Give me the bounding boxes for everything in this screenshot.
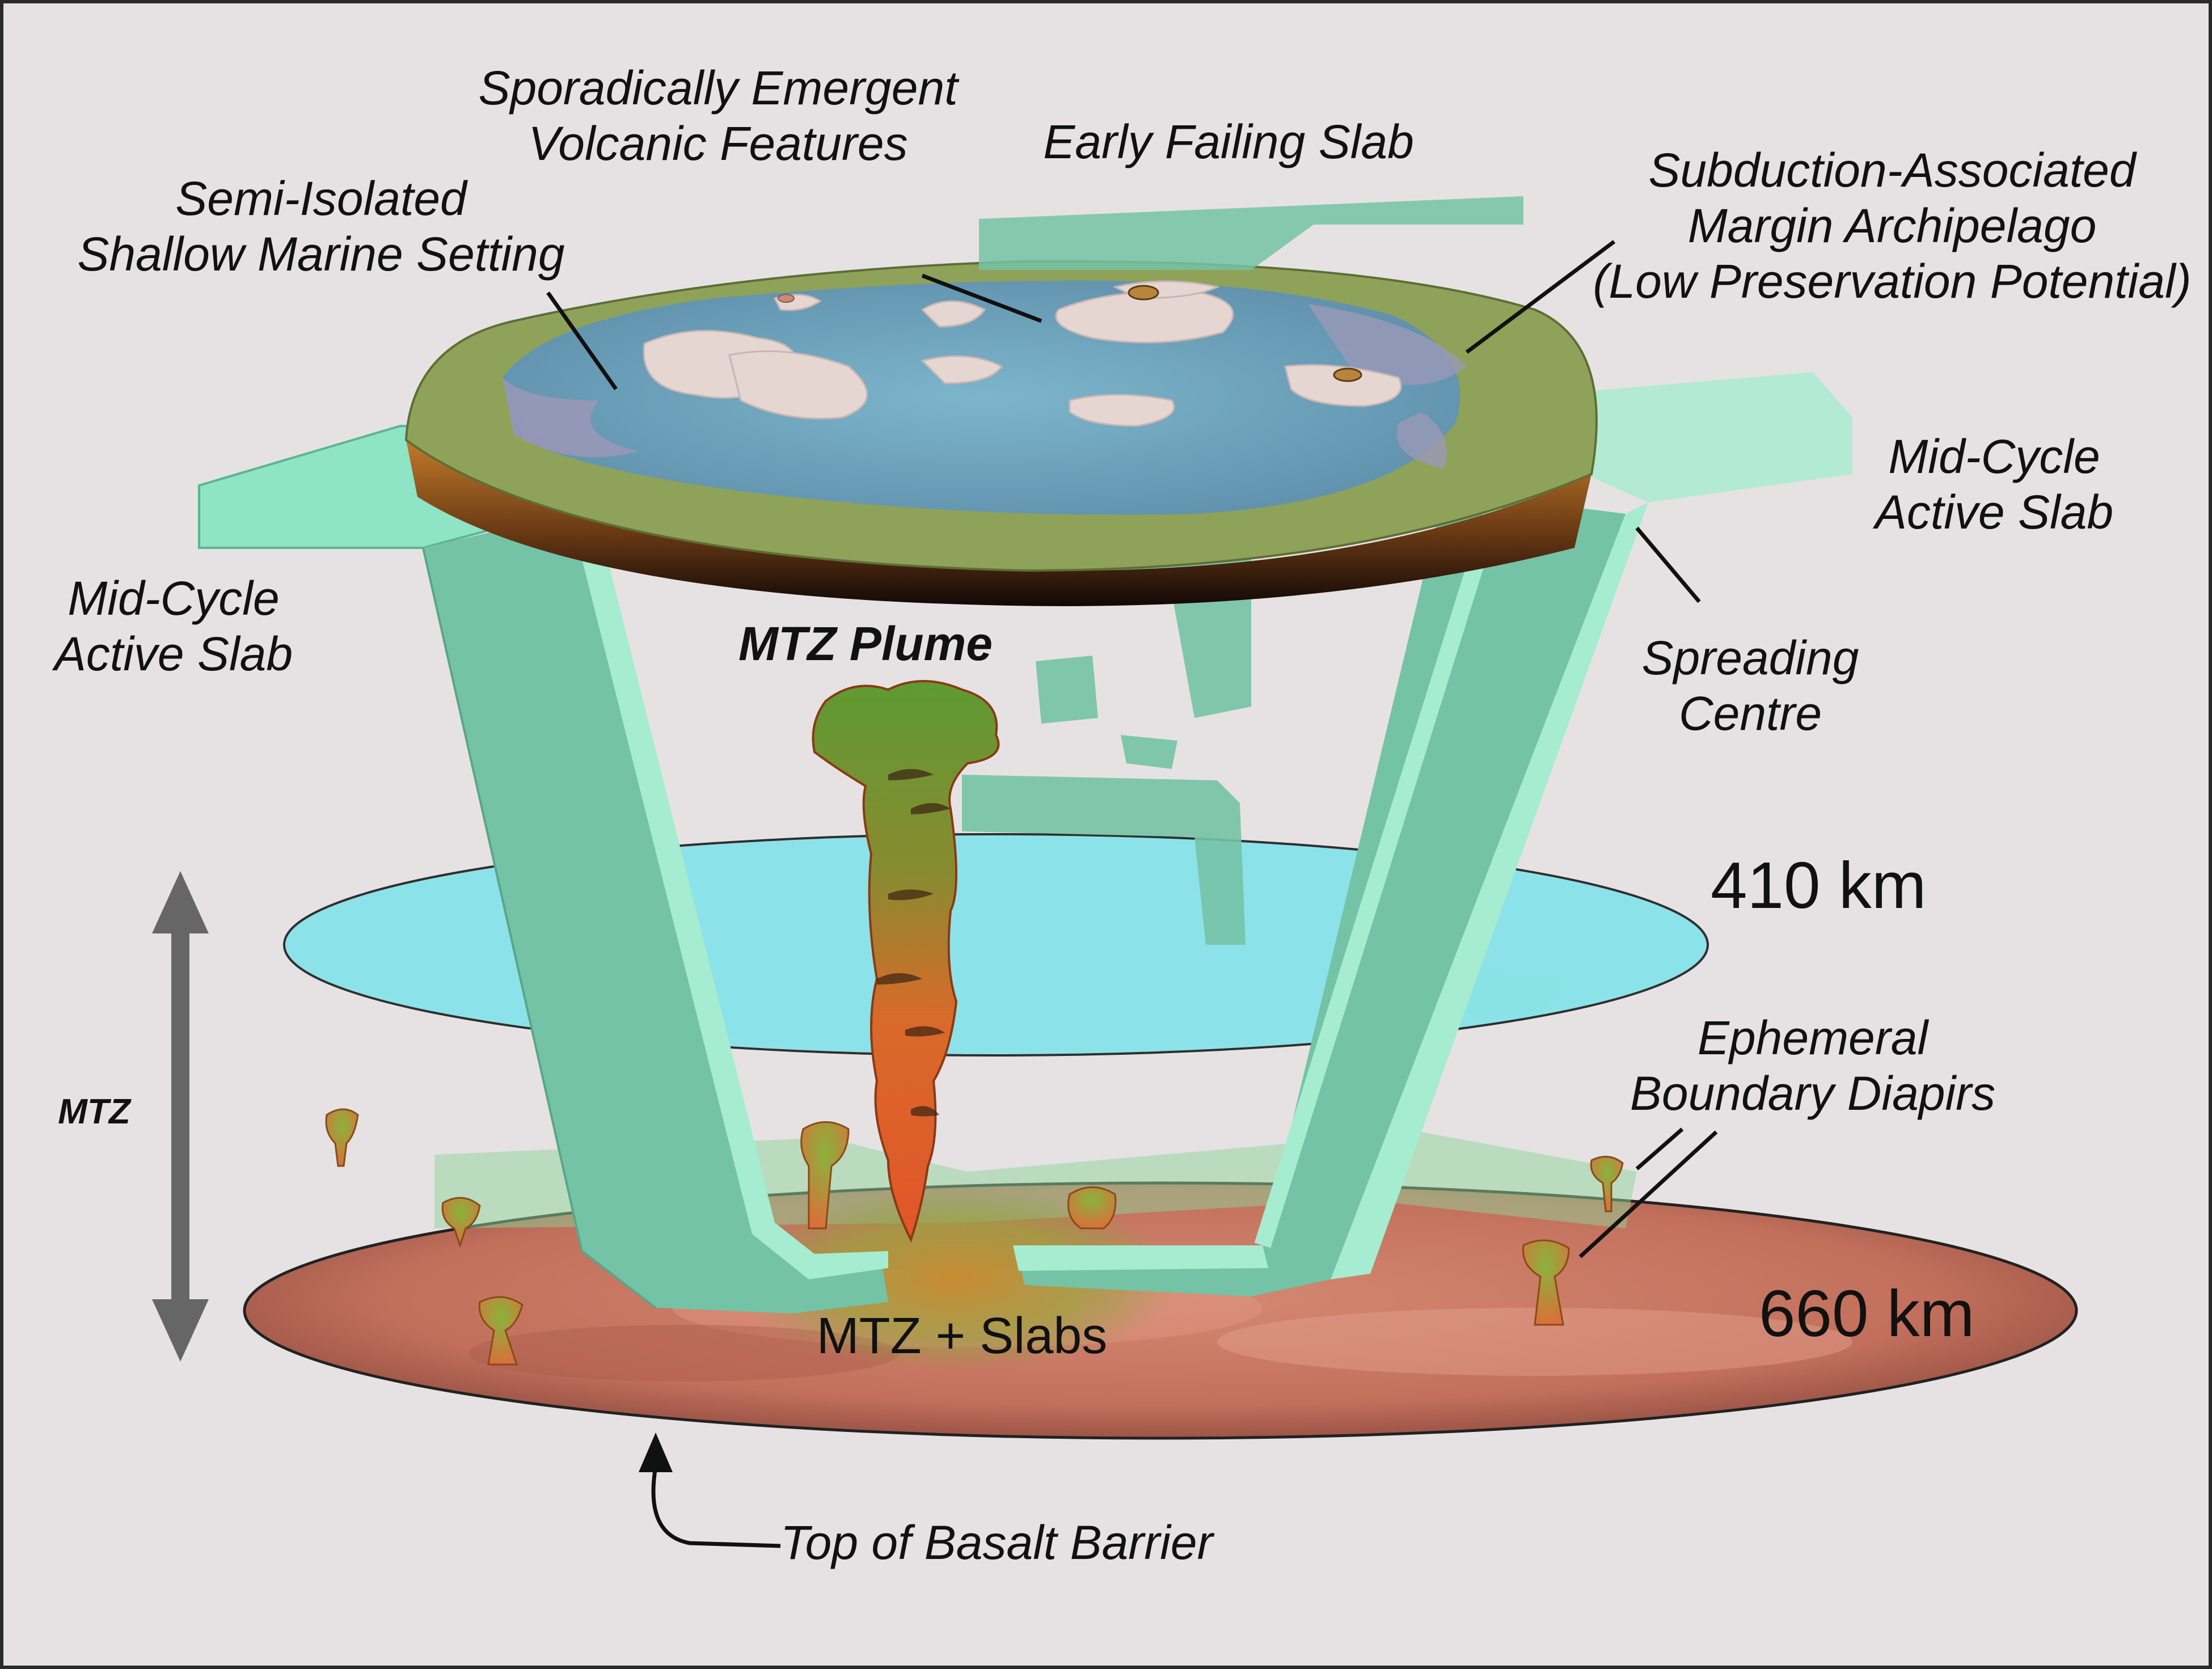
label-660-km: 660 km xyxy=(1759,1277,1975,1350)
label-margin-archipelago: Subduction-Associated Margin Archipelago… xyxy=(1593,143,2192,308)
mtz-range-arrow-icon xyxy=(152,871,209,1362)
label-mid-cycle-slab-right: Mid-Cycle Active Slab xyxy=(1875,430,2114,539)
label-spreading-centre: Spreading Centre xyxy=(1641,631,1859,740)
label-early-failing-slab: Early Failing Slab xyxy=(1043,115,1414,168)
label-mtz-slabs: MTZ + Slabs xyxy=(816,1308,1108,1364)
volcanic-islands xyxy=(643,280,1402,427)
label-410-km: 410 km xyxy=(1711,848,1927,922)
label-basalt-barrier: Top of Basalt Barrier xyxy=(780,1516,1213,1569)
label-mtz: MTZ xyxy=(58,1092,130,1131)
label-mtz-plume: MTZ Plume xyxy=(738,617,993,670)
volcano-icon xyxy=(778,285,1362,382)
mantle-transition-zone-diagram xyxy=(152,196,2078,1548)
label-volcanic-features: Sporadically Emergent Volcanic Features xyxy=(478,61,958,170)
early-failing-slab-top xyxy=(979,196,1523,270)
label-boundary-diapirs: Ephemeral Boundary Diapirs xyxy=(1630,1011,1996,1120)
leader-lines xyxy=(546,240,1718,1258)
boundary-diapirs xyxy=(325,1108,1624,1366)
surface-plate xyxy=(404,260,1598,606)
basalt-barrier-arrow-icon xyxy=(639,1433,781,1548)
label-mid-cycle-slab-left: Mid-Cycle Active Slab xyxy=(54,572,293,681)
label-shallow-marine: Semi-Isolated Shallow Marine Setting xyxy=(77,172,565,281)
mtz-plume xyxy=(812,680,1000,1243)
mtz-mixing-zone xyxy=(735,1189,1177,1370)
